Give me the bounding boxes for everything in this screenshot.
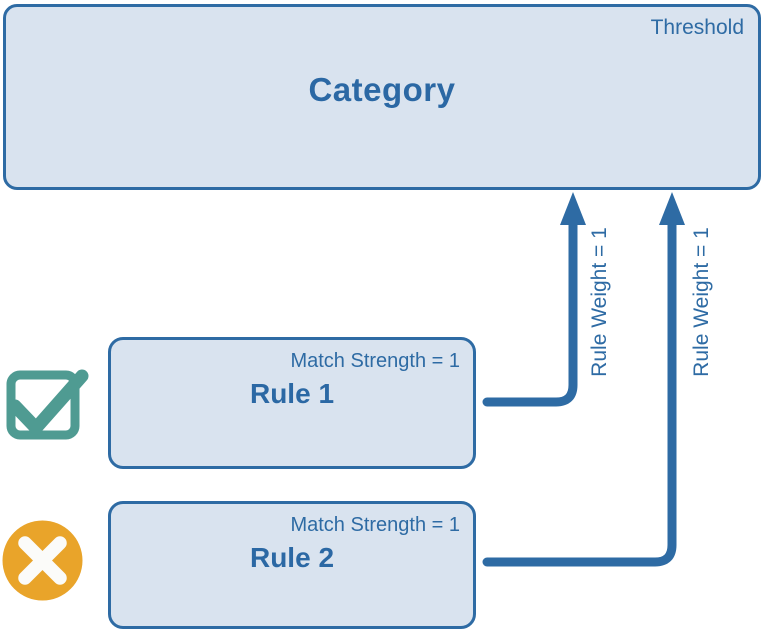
rule-1-weight-label: Rule Weight = 1	[588, 227, 611, 377]
rule-2-match-strength-label: Match Strength = 1	[290, 514, 460, 536]
rule-1-match-strength-label: Match Strength = 1	[290, 350, 460, 372]
x-icon	[2, 520, 83, 601]
rule-2-arrow-shaft	[482, 215, 677, 567]
rule-1-arrow	[482, 192, 586, 407]
rule-2-box: Match Strength = 1 Rule 2	[108, 501, 476, 629]
rule-2-arrow	[482, 192, 685, 567]
rule-1-arrow-shaft	[482, 215, 578, 407]
category-box: Threshold Category	[3, 4, 761, 190]
rule-2-arrowhead-icon	[659, 192, 685, 225]
checkmark-icon	[6, 369, 89, 440]
rule-2-weight-label: Rule Weight = 1	[690, 227, 713, 377]
rule-2-title: Rule 2	[249, 542, 335, 573]
rule-1-arrowhead-icon	[560, 192, 586, 225]
rule-1-title: Rule 1	[249, 378, 335, 409]
category-title: Category	[308, 71, 456, 108]
threshold-label: Threshold	[650, 16, 744, 39]
rule-1-box: Match Strength = 1 Rule 1	[108, 337, 476, 469]
